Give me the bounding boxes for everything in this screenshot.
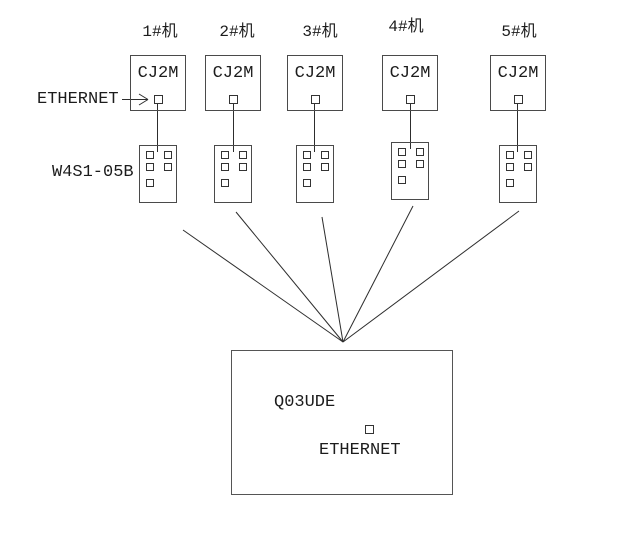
switch-plc-link-5 — [342, 210, 520, 343]
plc-model-label: Q03UDE — [274, 393, 336, 412]
switch-box — [139, 145, 177, 203]
ethernet-port-square — [311, 95, 320, 104]
switch-box — [214, 145, 252, 203]
ethernet-arrow-icon — [122, 93, 149, 106]
cpu-box: CJ2M — [130, 55, 186, 111]
switch-port-square — [321, 163, 329, 171]
ethernet-port-square — [229, 95, 238, 104]
switch-plc-link-4 — [342, 205, 414, 343]
switch-port-square — [398, 160, 406, 168]
switch-port-square — [506, 151, 514, 159]
switch-port-square — [321, 151, 329, 159]
switch-port-square — [221, 179, 229, 187]
cpu-model-label: CJ2M — [389, 64, 431, 83]
switch-plc-link-1 — [182, 229, 344, 343]
switch-port-square — [303, 163, 311, 171]
switch-port-square — [398, 176, 406, 184]
switch-plc-link-3 — [321, 216, 344, 343]
ethernet-port-square — [406, 95, 415, 104]
machine-label: 3#机 — [302, 23, 338, 41]
switch-port-square — [146, 163, 154, 171]
cpu-box: CJ2M — [205, 55, 261, 111]
plc-ethernet-label: ETHERNET — [319, 441, 401, 460]
switch-box — [391, 142, 429, 200]
cpu-box: CJ2M — [287, 55, 343, 111]
cpu-model-label: CJ2M — [294, 64, 336, 83]
switch-port-square — [303, 151, 311, 159]
cpu-box: CJ2M — [490, 55, 546, 111]
switch-port-square — [221, 163, 229, 171]
switch-port-square — [416, 148, 424, 156]
ethernet-port-square — [514, 95, 523, 104]
ethernet-port-square — [154, 95, 163, 104]
switch-port-square — [506, 179, 514, 187]
switch-port-square — [146, 151, 154, 159]
switch-port-square — [416, 160, 424, 168]
machine-label: 5#机 — [501, 23, 537, 41]
switch-model-label: W4S1-05B — [52, 163, 134, 182]
switch-port-square — [239, 163, 247, 171]
switch-port-square — [398, 148, 406, 156]
cpu-box: CJ2M — [382, 55, 438, 111]
switch-port-square — [506, 163, 514, 171]
switch-box — [296, 145, 334, 203]
machine-label: 2#机 — [219, 23, 255, 41]
plc-box: Q03UDE ETHERNET — [231, 350, 453, 495]
machine-label: 1#机 — [142, 23, 178, 41]
switch-port-square — [239, 151, 247, 159]
switch-port-square — [524, 163, 532, 171]
switch-port-square — [303, 179, 311, 187]
cpu-model-label: CJ2M — [212, 64, 254, 83]
switch-port-square — [221, 151, 229, 159]
plc-ethernet-port-square — [365, 425, 374, 434]
ethernet-label: ETHERNET — [37, 90, 119, 109]
cpu-model-label: CJ2M — [137, 64, 179, 83]
machine-label: 4#机 — [388, 18, 424, 36]
switch-port-square — [146, 179, 154, 187]
cpu-model-label: CJ2M — [497, 64, 539, 83]
switch-port-square — [524, 151, 532, 159]
switch-box — [499, 145, 537, 203]
switch-port-square — [164, 163, 172, 171]
switch-plc-link-2 — [235, 211, 344, 343]
switch-port-square — [164, 151, 172, 159]
